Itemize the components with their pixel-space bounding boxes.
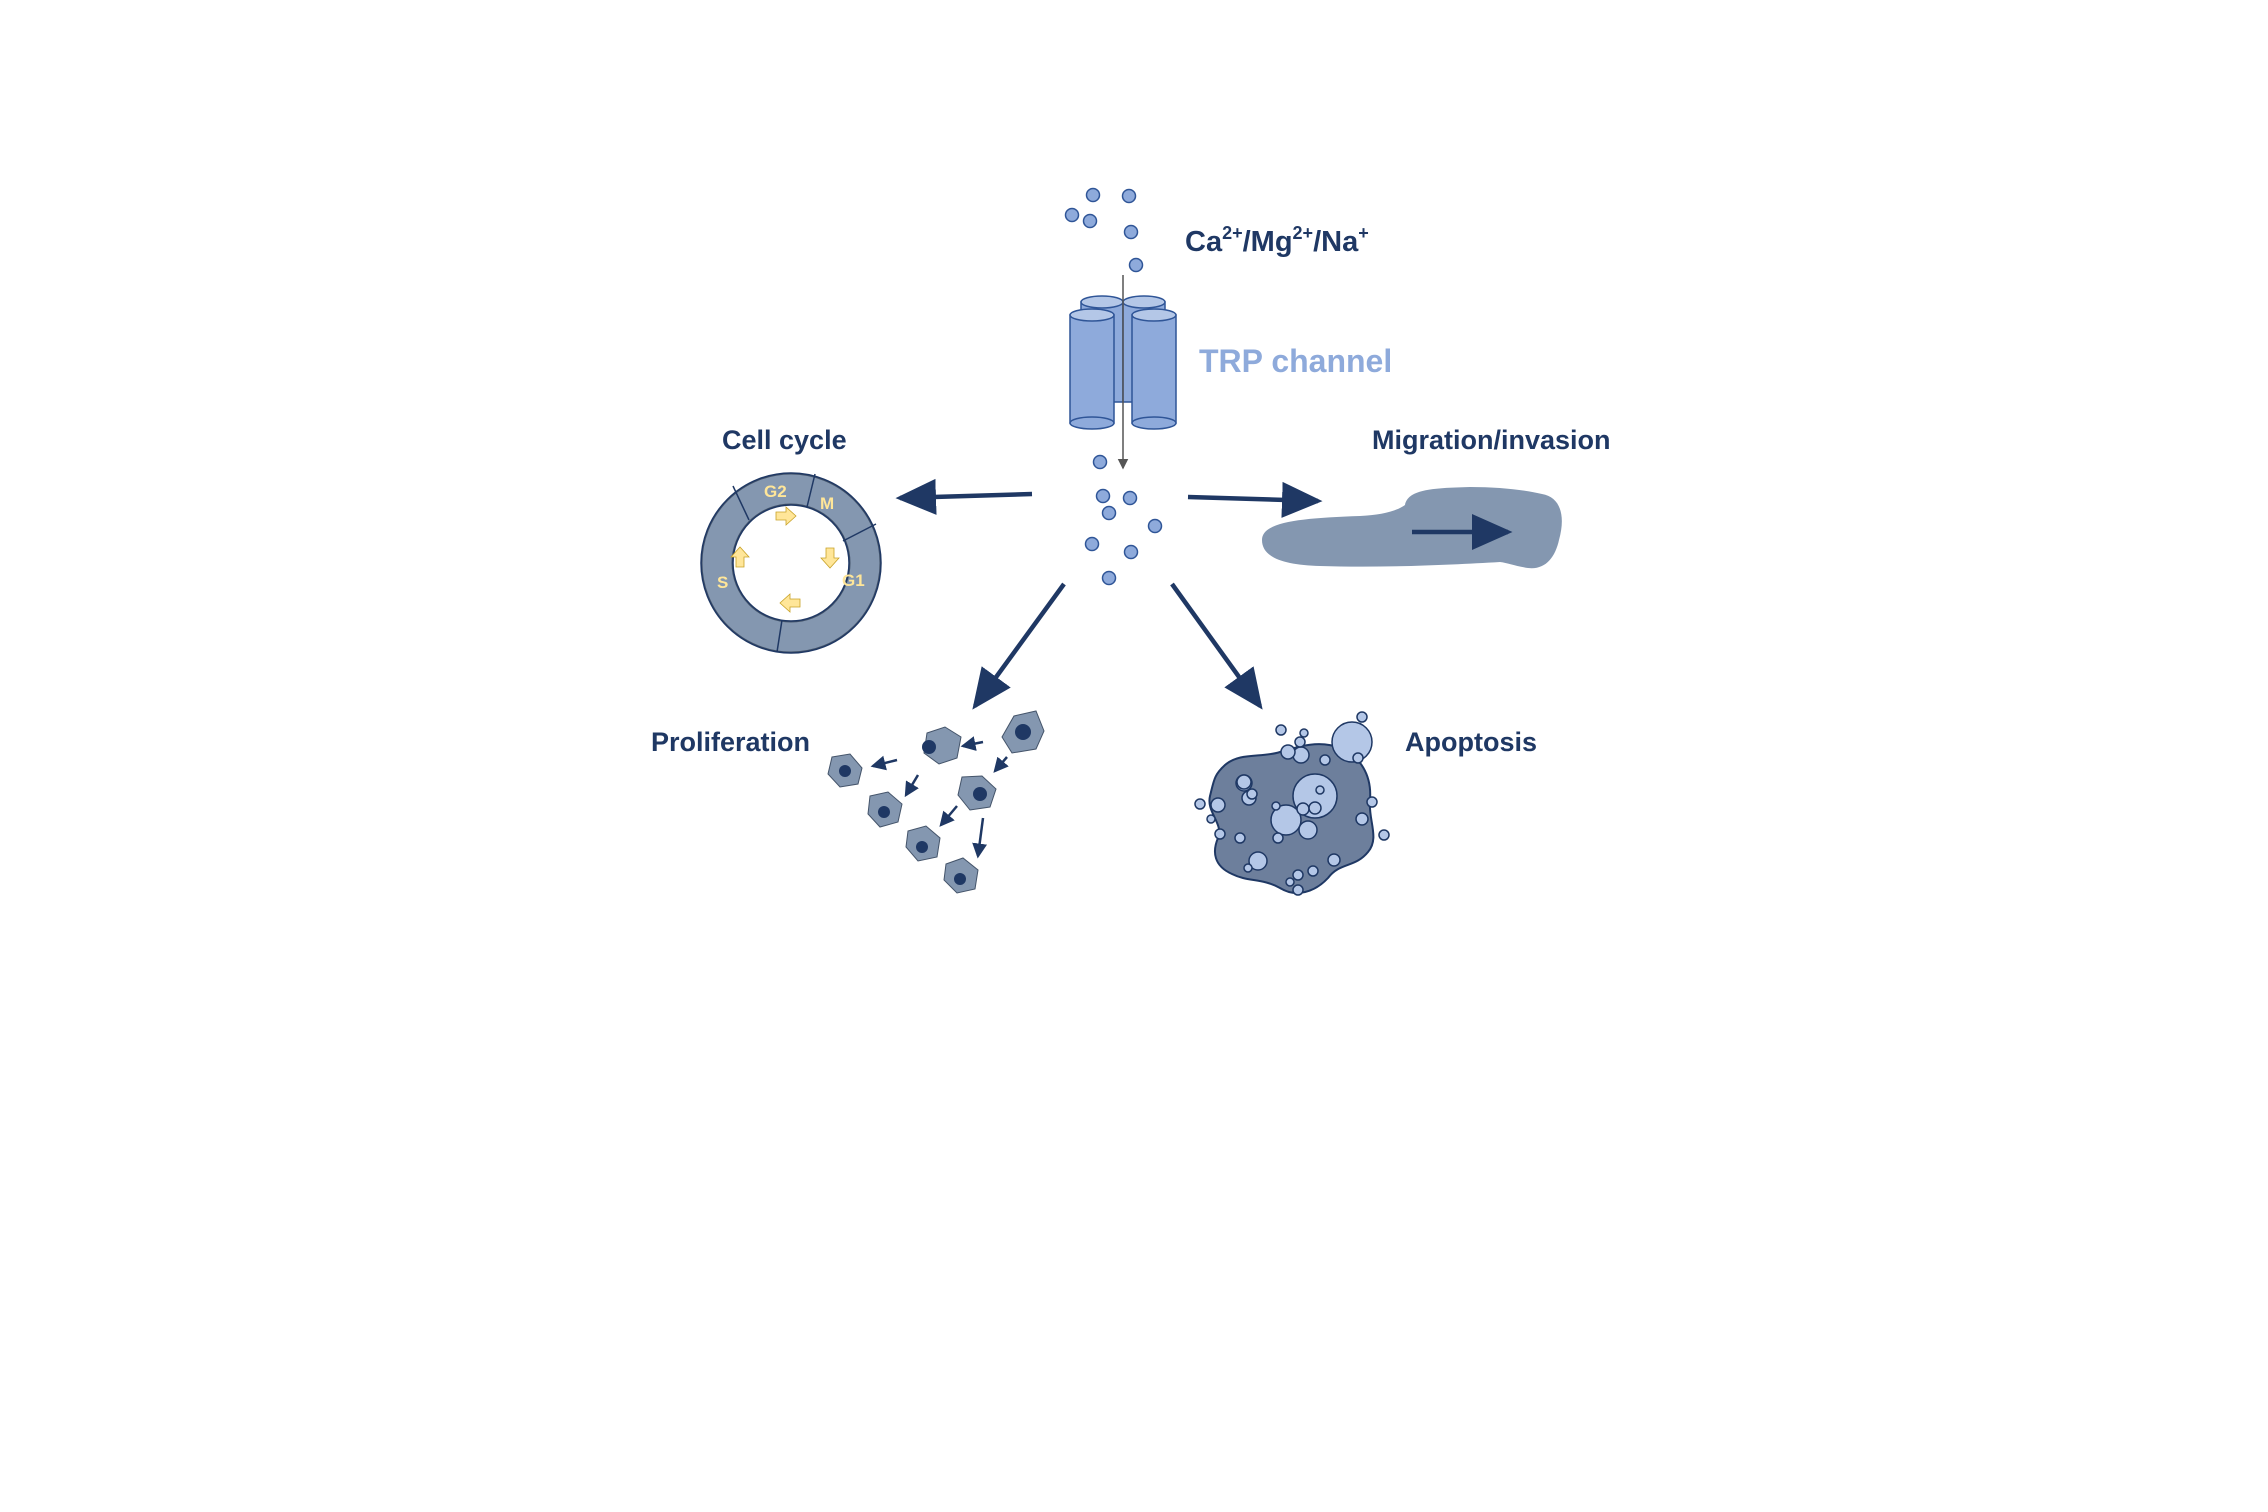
ion-dot (1125, 546, 1138, 559)
phase-g2: G2 (764, 482, 787, 501)
extracellular-ions (1066, 189, 1143, 272)
ion-dot (1066, 209, 1079, 222)
effect-arrows (900, 494, 1318, 706)
apoptosis-label: Apoptosis (1405, 727, 1537, 757)
arrow-to-apoptosis (1172, 584, 1260, 706)
ion-label: Ca2+/Mg2+/Na+ (1185, 223, 1369, 258)
proliferating-cells-icon (828, 711, 1044, 893)
arrow-to-migration (1188, 497, 1318, 501)
ion-dot (1123, 190, 1136, 203)
ion-dot (1124, 492, 1137, 505)
phase-s: S (717, 573, 728, 592)
arrow-to-cell-cycle (900, 494, 1032, 498)
ion-dot (1103, 572, 1116, 585)
phase-m: M (820, 494, 834, 513)
proliferation-label: Proliferation (651, 727, 810, 757)
arrow-to-proliferation (975, 584, 1064, 706)
channel-label: TRP channel (1199, 343, 1392, 379)
ion-dot (1094, 456, 1107, 469)
apoptotic-cell-icon (1195, 712, 1389, 895)
ion-dot (1130, 259, 1143, 272)
intracellular-ions (1086, 456, 1162, 585)
phase-g1: G1 (842, 571, 865, 590)
ion-dot (1149, 520, 1162, 533)
ion-dot (1084, 215, 1097, 228)
ion-dot (1087, 189, 1100, 202)
ion-dot (1125, 226, 1138, 239)
cell-cycle-icon: G2 M G1 S (701, 473, 881, 653)
migration-label: Migration/invasion (1372, 425, 1611, 455)
ion-dot (1103, 507, 1116, 520)
cell-cycle-label: Cell cycle (722, 425, 847, 455)
ion-dot (1097, 490, 1110, 503)
ion-dot (1086, 538, 1099, 551)
